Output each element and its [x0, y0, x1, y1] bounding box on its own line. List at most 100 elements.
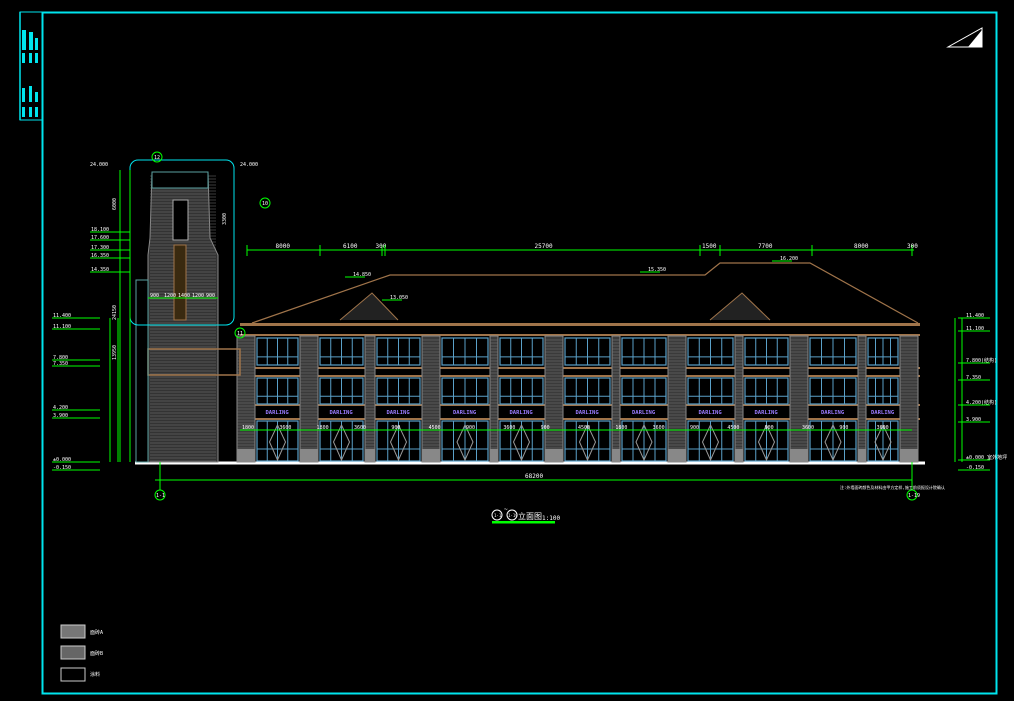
ground-dim-label: 900 — [765, 425, 774, 431]
left-level-label: 7.800 — [53, 355, 68, 361]
ground-dim-label: 900 — [839, 425, 848, 431]
pier-base — [237, 449, 255, 462]
ground-dim-label: 900 — [541, 425, 550, 431]
title-left-axis: 1-1 — [494, 513, 502, 518]
roof-level-label: 14.850 — [353, 272, 371, 278]
ground-dim-label: 900 — [466, 425, 475, 431]
drawing-note: 注:外墙面砖颜色及材料由甲方定样,施工前须报设计院确认 — [840, 484, 945, 490]
title-scale: 1:100 — [542, 515, 560, 522]
axis-label: 1-1 — [156, 493, 165, 499]
legend-label: 涂料 — [90, 671, 100, 678]
door-swing — [757, 424, 776, 462]
right-level-label: 11.100 — [966, 326, 984, 332]
top-dim-label: 300 — [907, 243, 918, 250]
dormer-left — [339, 292, 399, 321]
shop-sign: DARLING — [330, 410, 354, 416]
ground-dim-label: 3600 — [354, 425, 366, 431]
pier-base — [790, 449, 808, 462]
ground-dim-label: 900 — [391, 425, 400, 431]
shop-sign: DARLING — [871, 410, 895, 416]
floor-band — [240, 418, 920, 420]
detail-tag — [234, 327, 246, 339]
left-level-label: 11.400 — [53, 313, 71, 319]
tower-level-label: 17.300 — [91, 245, 109, 251]
pier-base — [545, 449, 563, 462]
tower-width-label: 1400 — [178, 293, 190, 299]
door-swing — [874, 424, 892, 462]
shop-sign: DARLING — [821, 410, 845, 416]
pier-base — [365, 449, 375, 462]
roof-level-label: 16.200 — [780, 256, 798, 262]
right-level-label: -0.150 — [966, 465, 984, 471]
shop-sign: DARLING — [632, 410, 656, 416]
right-level-label: ±0.000 室外地坪 — [966, 454, 1007, 461]
axis-label: 1-19 — [908, 493, 920, 499]
top-dim-label: 300 — [376, 243, 387, 250]
floor-band — [240, 404, 920, 406]
right-level-label: 11.400 — [966, 313, 984, 319]
total-dim-label: 68200 — [525, 473, 543, 480]
material-legend — [60, 624, 86, 682]
tower-dim-label: 24150 — [112, 305, 118, 320]
title-block-cell — [22, 53, 25, 63]
right-level-label: 3.900 — [966, 417, 981, 423]
tower-level-label: 18.100 — [91, 227, 109, 233]
detail-tag-label: 12 — [154, 155, 160, 161]
roof-level-label: 15.350 — [648, 267, 666, 273]
title-block-cell — [35, 92, 38, 102]
roof-outline — [251, 262, 919, 324]
door-swing — [635, 424, 653, 462]
axis-bubble — [906, 489, 918, 501]
tower-level-label: 17.600 — [91, 235, 109, 241]
ground-dim-label: 3600 — [802, 425, 814, 431]
door-swing — [456, 424, 474, 462]
shop-sign: DARLING — [510, 410, 534, 416]
tower-dim-label: 6000 — [112, 198, 118, 210]
top-dim-label: 7700 — [758, 243, 773, 250]
shop-sign: DARLING — [755, 410, 779, 416]
tower-window — [173, 244, 187, 321]
tower-width-label: 900 — [150, 293, 159, 299]
shop-sign: DARLING — [576, 410, 600, 416]
detail-tag-label: 11 — [237, 331, 243, 337]
pier-base — [900, 449, 918, 462]
door-swing — [578, 424, 597, 462]
title-block-cell — [22, 30, 26, 50]
tower-level-label: 24.000 — [240, 162, 258, 168]
tower-width-label: 900 — [206, 293, 215, 299]
top-dim-label: 1500 — [702, 243, 717, 250]
pier-base — [490, 449, 498, 462]
title-block-cell — [35, 53, 38, 63]
detail-tag — [151, 151, 163, 163]
ground-dim-label: 900 — [690, 425, 699, 431]
shop-sign: DARLING — [387, 410, 411, 416]
door-swing — [389, 424, 408, 462]
title-block-strip — [19, 11, 43, 121]
title-block-cell — [29, 107, 32, 117]
title-block-cell — [35, 107, 38, 117]
title-block-box — [19, 11, 43, 121]
north-arrow-icon — [946, 27, 983, 48]
title-block-cell — [29, 32, 33, 50]
left-level-label: -0.150 — [53, 465, 71, 471]
shop-sign: DARLING — [266, 410, 290, 416]
door-swing — [332, 424, 351, 462]
title-block-cell — [22, 88, 25, 102]
top-dim-label: 6100 — [343, 243, 358, 250]
door-swing — [268, 424, 287, 462]
ground-dim-label: 1800 — [317, 425, 329, 431]
ground-dim-label: 3600 — [653, 425, 665, 431]
tower-level-label: 14.350 — [91, 267, 109, 273]
ground-dim-label: 4500 — [429, 425, 441, 431]
title-block-cell — [22, 107, 25, 117]
tower-level-label: 16.350 — [91, 253, 109, 259]
left-level-label: 7.350 — [53, 361, 68, 367]
tower-width-label: 1200 — [192, 293, 204, 299]
pier-base — [735, 449, 743, 462]
shop-sign: DARLING — [453, 410, 477, 416]
floor-band — [240, 334, 920, 336]
tower-side-column — [135, 279, 149, 463]
floor-band — [240, 367, 920, 369]
